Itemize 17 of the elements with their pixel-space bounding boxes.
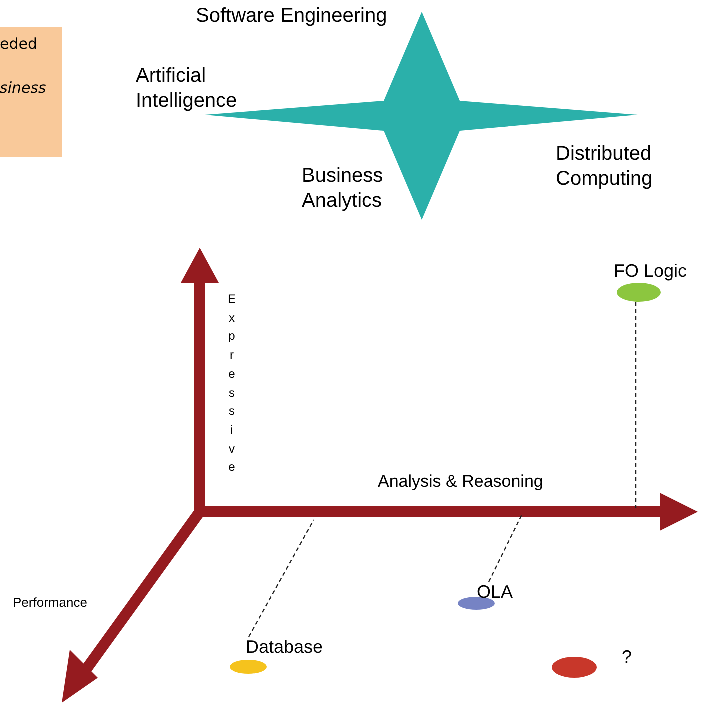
point-label: FO Logic xyxy=(614,261,688,282)
star-point-label: Business Analytics xyxy=(302,164,384,214)
leader-line xyxy=(635,302,637,508)
note-text: siness xyxy=(0,79,46,97)
leader-line xyxy=(488,514,523,582)
axis-label: Performance xyxy=(13,595,88,610)
axis-label: Analysis & Reasoning xyxy=(378,472,544,492)
leader-line xyxy=(248,520,315,638)
point-label: OLA xyxy=(477,582,514,603)
point-label: ? xyxy=(622,647,632,668)
note-text: eded xyxy=(0,35,38,53)
star-point-label: Software Engineering xyxy=(196,4,388,29)
axis-label: Expressive xyxy=(228,291,236,476)
star-point-label: Artificial Intelligence xyxy=(136,64,238,114)
note-card xyxy=(0,27,62,157)
star-point-label: Distributed Computing xyxy=(556,142,654,192)
point-label: Database xyxy=(246,637,324,658)
